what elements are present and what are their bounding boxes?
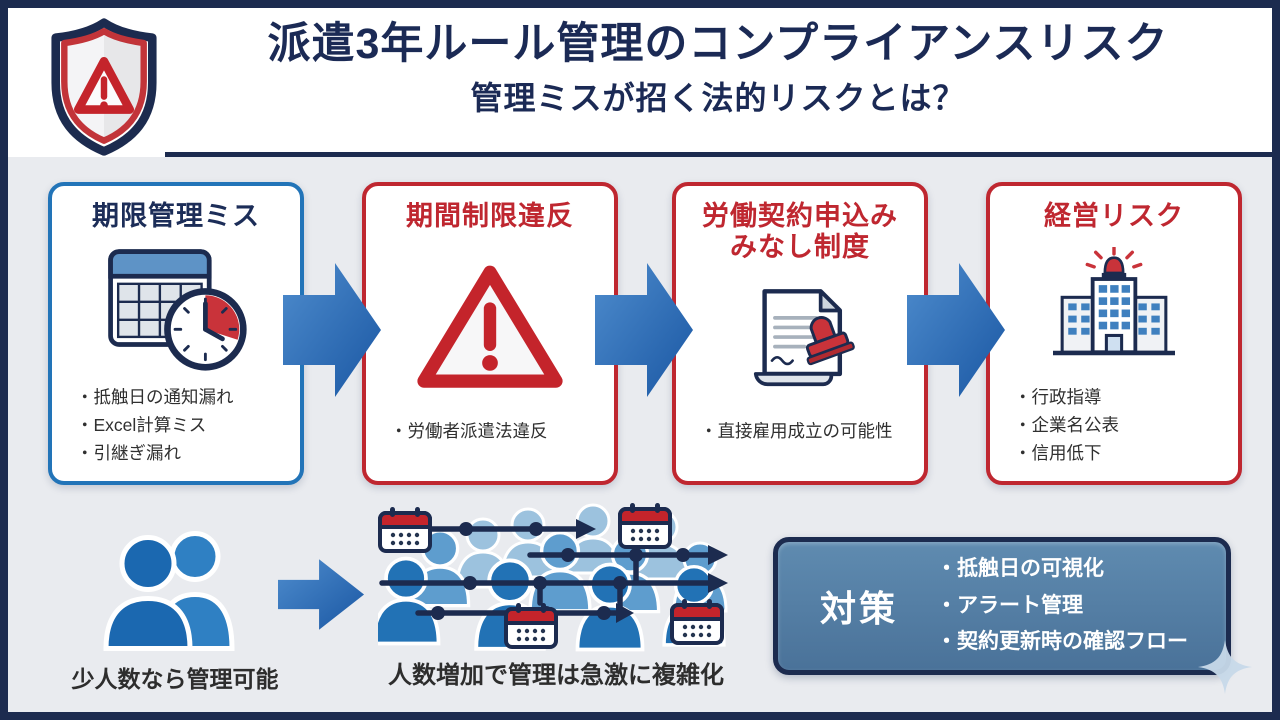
step-icon-wrap (52, 232, 300, 383)
step-bullet-list: 行政指導 企業名公表 信用低下 (1014, 383, 1232, 467)
calendar-icon (378, 505, 432, 553)
step-bullet: 直接雇用成立の可能性 (700, 417, 918, 445)
step-icon-wrap (990, 232, 1238, 383)
step-bullet: 行政指導 (1014, 383, 1232, 411)
step-deemed-offer: 労働契約申込み みなし制度 直接 (672, 182, 928, 485)
step-title: 期間制限違反 (406, 201, 574, 231)
step-icon-wrap (676, 263, 924, 417)
calendar-clock-icon (108, 248, 247, 371)
flow-arrow-icon (595, 263, 693, 397)
page-subtitle: 管理ミスが招く法的リスクとは？ (470, 80, 966, 117)
step-management-risk: 経営リスク (986, 182, 1242, 485)
warning-triangle-icon (417, 265, 563, 388)
countermeasures-box: 対策 抵触日の可視化 アラート管理 契約更新時の確認フロー (773, 537, 1231, 675)
calendar-icon (670, 597, 724, 645)
crowd-timeline-icon (378, 502, 728, 652)
calendar-icon (504, 601, 558, 649)
step-bullet: 労働者派遣法違反 (390, 417, 608, 445)
small-team-caption: 少人数なら管理可能 (71, 666, 279, 692)
step-title: 経営リスク (1044, 201, 1184, 231)
crowd-caption: 人数増加で管理は急激に複雑化 (388, 662, 724, 689)
step-bullet-list: 抵触日の通知漏れ Excel計算ミス 引継ぎ漏れ (76, 383, 294, 467)
step-icon-wrap (366, 232, 614, 417)
calendar-icon (618, 502, 672, 549)
sparkle-icon (1198, 640, 1252, 694)
step-title: 期限管理ミス (92, 201, 260, 231)
step-bullet: 抵触日の通知漏れ (76, 383, 294, 411)
contract-stamp-icon (753, 289, 855, 387)
step-bullet: 信用低下 (1014, 439, 1232, 467)
step-title: 労働契約申込み みなし制度 (702, 201, 898, 263)
step-bullet: Excel計算ミス (76, 411, 294, 439)
two-people-icon (103, 531, 235, 651)
flow-arrow-icon (283, 263, 381, 397)
step-bullet: 引継ぎ漏れ (76, 439, 294, 467)
header: 派遣3年ルール管理のコンプライアンスリスク 管理ミスが招く法的リスクとは？ (8, 8, 1272, 158)
step-bullet-list: 直接雇用成立の可能性 (700, 417, 918, 445)
flow-arrow-icon (907, 263, 1005, 397)
countermeasure-item: 抵触日の可視化 (936, 551, 1188, 588)
header-underline (165, 152, 1272, 157)
countermeasures-list: 抵触日の可視化 アラート管理 契約更新時の確認フロー (936, 551, 1188, 661)
step-bullet-list: 労働者派遣法違反 (390, 417, 608, 445)
step-bullet: 企業名公表 (1014, 411, 1232, 439)
page-title: 派遣3年ルール管理のコンプライアンスリスク (267, 20, 1169, 68)
countermeasures-label: 対策 (820, 588, 899, 629)
step-deadline-mistake: 期限管理ミス (48, 182, 304, 485)
countermeasure-item: 契約更新時の確認フロー (936, 624, 1188, 661)
shield-warning-icon (51, 18, 157, 156)
office-building-alarm-icon (1053, 246, 1175, 355)
header-titles: 派遣3年ルール管理のコンプライアンスリスク 管理ミスが招く法的リスクとは？ (176, 8, 1260, 158)
step-period-violation: 期間制限違反 労働者派遣法違反 (362, 182, 618, 485)
right-arrow-icon (278, 559, 365, 630)
countermeasure-item: アラート管理 (936, 588, 1188, 625)
